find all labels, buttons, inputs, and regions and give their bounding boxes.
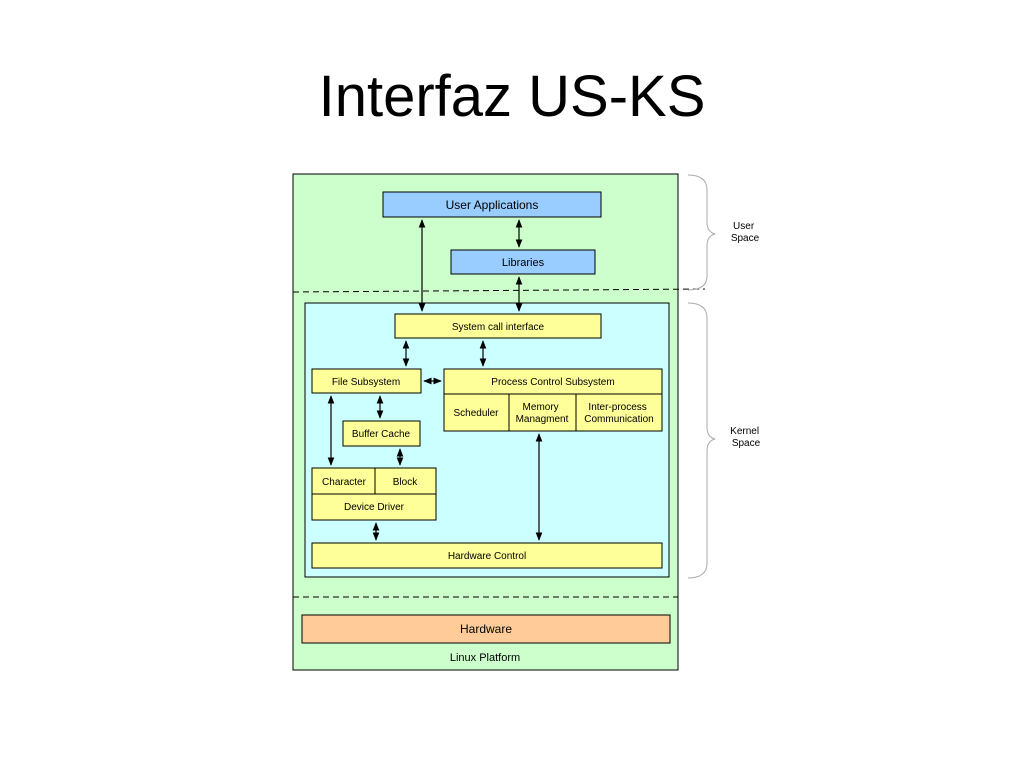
user-applications-block: User Applications <box>382 191 602 218</box>
user-applications-label: User Applications <box>446 198 539 212</box>
hardware-control-label: Hardware Control <box>448 551 526 562</box>
slide-title: Interfaz US-KS <box>318 64 706 129</box>
platform-label: Linux Platform <box>450 652 520 664</box>
memory-management-line-2: Managment <box>516 414 569 425</box>
user-space-line-2: Space <box>731 233 760 244</box>
user-kernel-boundary <box>292 288 706 293</box>
user-space-label: User Space <box>731 221 760 244</box>
user-space-line-1: User <box>733 221 755 232</box>
file-subsystem-label: File Subsystem <box>332 377 400 388</box>
ipc-line-2: Communication <box>584 414 653 425</box>
hardware-block: Hardware <box>301 614 671 644</box>
device-driver-block: Character Block Device Driver <box>311 467 437 521</box>
kernel-space-line-1: Kernel <box>730 426 759 437</box>
inter-process-communication-label: Inter-process Communication <box>584 402 653 425</box>
process-control-subsystem-block: Process Control Subsystem Scheduler Memo… <box>443 368 663 432</box>
system-call-interface-block: System call interface <box>394 313 602 339</box>
ipc-line-1: Inter-process <box>588 402 646 413</box>
kernel-space-bracket <box>687 302 716 579</box>
libraries-block: Libraries <box>450 249 596 275</box>
process-control-subsystem-label: Process Control Subsystem <box>491 377 614 388</box>
user-space-bracket <box>687 174 716 291</box>
libraries-label: Libraries <box>502 257 545 269</box>
buffer-cache-block: Buffer Cache <box>342 420 421 447</box>
hardware-control-block: Hardware Control <box>311 542 663 569</box>
memory-management-line-1: Memory <box>523 402 559 413</box>
system-call-interface-label: System call interface <box>452 322 545 333</box>
arrows <box>327 219 543 541</box>
device-driver-label: Device Driver <box>344 502 405 513</box>
block-label: Block <box>393 477 418 488</box>
file-subsystem-block: File Subsystem <box>311 368 422 394</box>
hardware-label: Hardware <box>460 622 512 636</box>
buffer-cache-label: Buffer Cache <box>352 429 411 440</box>
kernel-space-label: Kernel Space <box>730 426 762 449</box>
memory-management-label: Memory Managment <box>516 402 569 425</box>
scheduler-label: Scheduler <box>453 408 499 419</box>
character-label: Character <box>322 477 367 488</box>
kernel-space-line-2: Space <box>732 438 761 449</box>
